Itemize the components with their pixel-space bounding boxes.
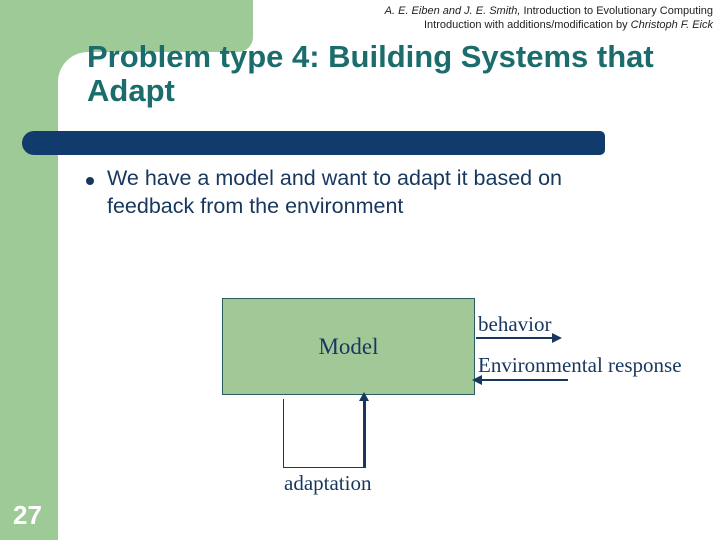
credit-line-1: A. E. Eiben and J. E. Smith, Introductio… xyxy=(385,5,713,19)
arrow-right-icon xyxy=(552,333,562,343)
model-box: Model xyxy=(222,298,475,395)
adaptation-loop-bottom-line xyxy=(283,467,366,468)
adaptation-label: adaptation xyxy=(284,471,372,495)
slide-number: 27 xyxy=(13,500,42,530)
arrow-up-icon xyxy=(359,392,369,401)
behavior-label: behavior xyxy=(478,312,552,336)
top-green-block xyxy=(0,0,253,52)
behavior-arrow-line xyxy=(476,337,554,339)
credit-modifier-name: Christoph F. Eick xyxy=(630,18,713,31)
credit-book-title: Introduction to Evolutionary Computing xyxy=(520,5,713,17)
environmental-response-label: Environmental response xyxy=(478,353,682,377)
content-panel xyxy=(58,52,720,540)
environmental-response-arrow-line xyxy=(482,379,568,381)
bullet-text: We have a model and want to adapt it bas… xyxy=(107,166,562,218)
credit-modification-note: Introduction with additions/modification… xyxy=(424,18,631,31)
arrow-left-icon xyxy=(472,375,482,385)
title-divider-bar xyxy=(22,131,605,155)
header-credit: A. E. Eiben and J. E. Smith, Introductio… xyxy=(385,5,713,32)
adaptation-loop-right-line xyxy=(363,398,366,468)
slide-title: Problem type 4: Building Systems that Ad… xyxy=(87,39,654,108)
adaptation-loop-left-line xyxy=(283,399,284,468)
bullet-marker xyxy=(86,177,94,185)
credit-authors: A. E. Eiben and J. E. Smith, xyxy=(384,5,521,17)
left-green-band xyxy=(0,0,58,540)
credit-line-2: Introduction with additions/modification… xyxy=(385,19,713,33)
model-box-label: Model xyxy=(318,333,379,359)
